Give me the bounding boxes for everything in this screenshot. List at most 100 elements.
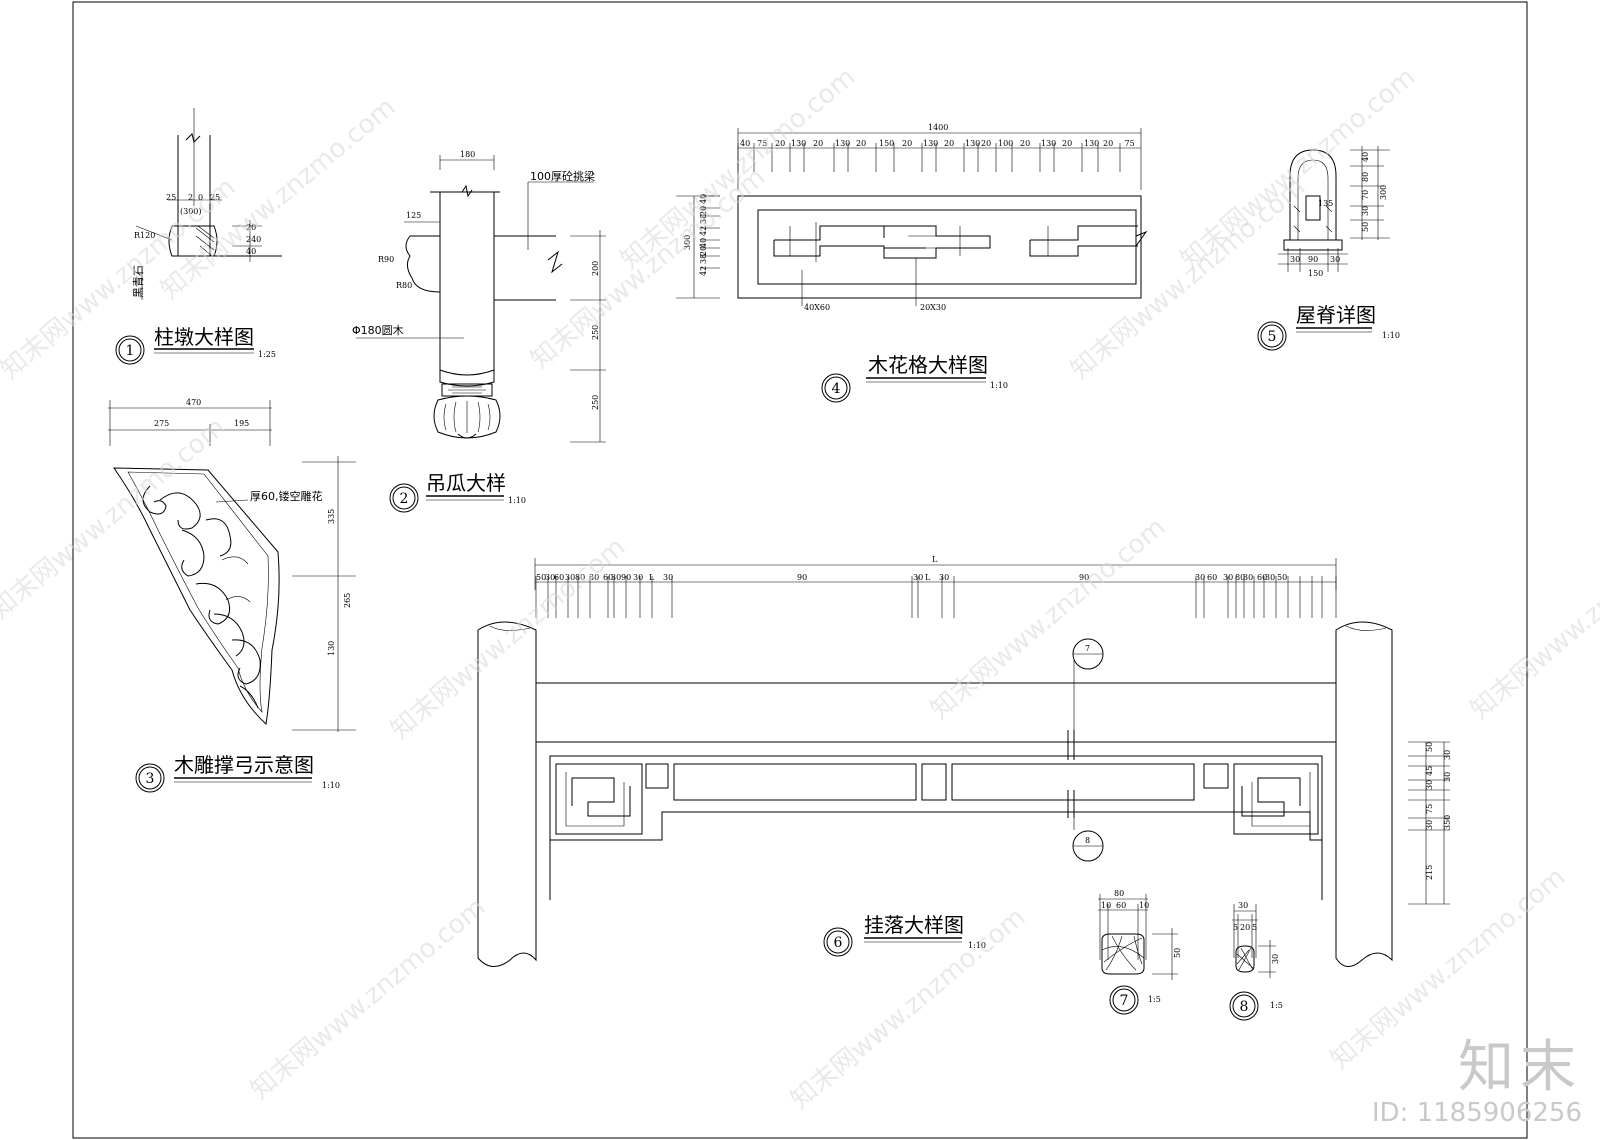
svg-text:知末网www.znzmo.com: 知末网www.znzmo.com <box>385 532 631 745</box>
d8-dim-30: 30 <box>1238 901 1248 910</box>
d4-dim-300: 300 <box>683 235 692 250</box>
d5-dim-30b: 30 <box>1330 255 1340 264</box>
d1-material-label: 黑青石 <box>132 265 145 298</box>
d4-top-dim: 75 <box>1125 139 1135 148</box>
d4-top-dim: 20 <box>1103 139 1113 148</box>
d5-dim-30: 30 <box>1361 206 1370 216</box>
d5-dim-90: 90 <box>1308 255 1318 264</box>
d1-dim-25b: 25 <box>210 193 220 202</box>
d4-top-dim: 20 <box>902 139 912 148</box>
d4-left-dim: 40 <box>699 238 708 248</box>
d6-top-dim: 90 <box>621 573 631 582</box>
d6-top-dim: 60 <box>603 573 613 582</box>
d3-dim-275: 275 <box>154 419 169 428</box>
d7-dim-50: 50 <box>1173 948 1182 958</box>
d6-top-dim: 30 <box>1243 573 1253 582</box>
d4-left-dim: 42 <box>699 266 708 276</box>
d5-scale: 1:10 <box>1382 331 1400 340</box>
d1-dim-20: 20 <box>246 223 256 232</box>
d8-dim-20: 20 <box>1240 923 1250 932</box>
d2-dim-250b: 250 <box>591 395 600 410</box>
d6-top-dim: 30 <box>663 573 673 582</box>
d1-dim-2: 2 <box>188 193 193 202</box>
svg-text:知末网www.znzmo.com: 知末网www.znzmo.com <box>525 162 771 375</box>
d4-top-dim: 130 <box>965 139 980 148</box>
d8-scale: 1:5 <box>1270 1001 1283 1010</box>
d1-section-label: (300) <box>180 207 202 216</box>
d6-top-dim: 90 <box>797 573 807 582</box>
d4-title: 木花格大样图 <box>868 353 988 377</box>
d6-callout-7: 7 <box>1085 644 1090 653</box>
d3-number: 3 <box>146 771 155 787</box>
d1-radius-label: R120 <box>134 231 155 240</box>
d7-dim-10b: 10 <box>1139 901 1149 910</box>
d3-dim-195: 195 <box>234 419 249 428</box>
d1-title: 柱墩大样图 <box>154 325 254 349</box>
d4-scale: 1:10 <box>990 381 1008 390</box>
d6-scale: 1:10 <box>968 941 986 950</box>
d3-scale: 1:10 <box>322 781 340 790</box>
d6-top-dim: 30 <box>611 573 621 582</box>
d2-post-label: Φ180圆木 <box>352 324 404 337</box>
d6-top-dim: 80 <box>575 573 585 582</box>
d5-dim-80: 80 <box>1361 172 1370 182</box>
drawing-2-hanging-melon: 180 125 R90 R80 100厚砼挑梁 200 250 250 Φ180… <box>352 150 606 513</box>
d2-r80: R80 <box>396 281 412 290</box>
d6-right-dim: 215 <box>1425 865 1434 880</box>
d4-top-dim: 40 <box>740 139 750 148</box>
d6-title: 挂落大样图 <box>864 913 964 937</box>
d6-top-dim: 30 <box>939 573 949 582</box>
d6-right-dim: 350 <box>1443 815 1452 830</box>
d4-left-dim: 42 <box>699 226 708 236</box>
d6-right-dim: 45 <box>1425 766 1434 776</box>
d6-right-dim: 30 <box>1443 772 1452 782</box>
sheet-frame <box>72 1 1528 1139</box>
d4-top-dim: 130 <box>791 139 806 148</box>
d6-top-dim: 30 <box>565 573 575 582</box>
d4-left-dim: 20 <box>699 206 708 216</box>
d6-top-dim: 60 <box>554 573 564 582</box>
svg-text:知末网www.znzmo.com: 知末网www.znzmo.com <box>1465 512 1600 725</box>
d4-top-dim: 100 <box>998 139 1013 148</box>
d8-dim-30b: 30 <box>1271 954 1280 964</box>
d2-r90: R90 <box>378 255 394 264</box>
d1-dim-40: 40 <box>246 247 256 256</box>
d6-dim-L: L <box>932 555 938 564</box>
d4-left-dim: 20 <box>699 246 708 256</box>
d6-top-dim: 30 <box>589 573 599 582</box>
d4-top-dim: 20 <box>981 139 991 148</box>
d8-number: 8 <box>1240 999 1249 1015</box>
d2-dim-200: 200 <box>591 261 600 276</box>
d7-dim-10a: 10 <box>1101 901 1111 910</box>
d6-top-dim: 60 <box>1257 573 1267 582</box>
d6-top-dim: 30 <box>633 573 643 582</box>
d6-top-dim: 80 <box>1235 573 1245 582</box>
d4-top-dim: 130 <box>923 139 938 148</box>
d6-top-dim: 50 <box>1277 573 1287 582</box>
d4-top-dim: 20 <box>944 139 954 148</box>
d5-dim-40: 40 <box>1361 152 1370 162</box>
d4-dim-1400: 1400 <box>928 123 948 132</box>
d5-dim-30a: 30 <box>1290 255 1300 264</box>
d3-note: 厚60,镂空雕花 <box>250 489 323 503</box>
d6-top-dim: 90 <box>1079 573 1089 582</box>
d4-top-dim: 20 <box>775 139 785 148</box>
brand-id: ID: 1185906256 <box>1371 1098 1582 1128</box>
d2-beam-label: 100厚砼挑梁 <box>530 169 595 183</box>
d1-scale: 1:25 <box>258 350 276 359</box>
d6-top-dim: 50 <box>536 573 546 582</box>
d2-scale: 1:10 <box>508 496 526 505</box>
d7-number: 7 <box>1120 993 1129 1009</box>
drawing-1-column-base: 25 2 0 25 20 240 40 (300) R120 黑青石 1 柱墩大… <box>115 108 282 365</box>
d8-dim-5b: 5 <box>1252 923 1257 932</box>
d8-dim-5a: 5 <box>1233 923 1238 932</box>
d6-right-dim: 75 <box>1425 804 1434 814</box>
d5-title: 屋脊详图 <box>1296 303 1376 327</box>
svg-text:知末网www.znzmo.com: 知末网www.znzmo.com <box>245 892 491 1105</box>
brand-logo: 知末 <box>1458 1035 1582 1100</box>
d7-dim-80: 80 <box>1114 889 1124 898</box>
d6-number: 6 <box>834 935 843 951</box>
d1-dim-240: 240 <box>246 235 261 244</box>
